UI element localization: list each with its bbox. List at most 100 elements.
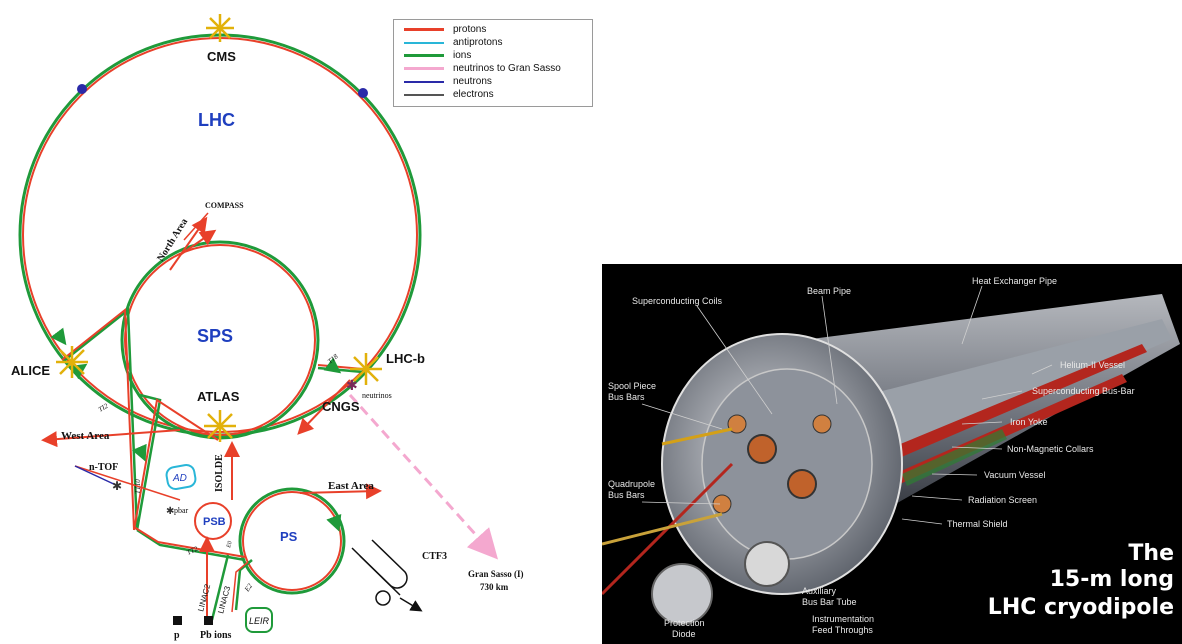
label-superconducting-coils: Superconducting Coils — [632, 296, 723, 306]
label-aux-bus: Auxiliary — [802, 586, 837, 596]
lhcb-star-icon — [350, 353, 382, 385]
red-coil — [852, 344, 1147, 476]
legend-label: protons — [453, 24, 487, 35]
cryodipole-illustration: Superconducting Coils Beam Pipe Heat Exc… — [602, 264, 1182, 644]
legend-label: neutrons — [453, 76, 492, 87]
tt10-label: TT10 — [134, 479, 142, 494]
linac2-label: LINAC2 — [196, 583, 212, 613]
ion-source — [204, 616, 213, 625]
cms-star-icon — [206, 14, 234, 42]
label-spool-piece: Spool Piece — [608, 381, 656, 391]
ring-arrow — [326, 513, 342, 532]
alice-label: ALICE — [11, 363, 50, 378]
bus-pipe — [812, 414, 832, 434]
ad-label: AD — [172, 473, 187, 484]
legend-swatch — [404, 80, 444, 83]
ctf3-loop — [351, 539, 423, 612]
legend: protons antiprotons ions neutrinos to Gr… — [393, 19, 593, 107]
transfer-lines — [41, 212, 499, 621]
atlas-label: ATLAS — [197, 389, 240, 404]
compass-label: COMPASS — [205, 201, 244, 210]
sps-label: SPS — [197, 326, 233, 346]
e2-label: E2 — [243, 582, 255, 594]
label-thermal-shield: Thermal Shield — [947, 519, 1008, 529]
label-protection-2: Diode — [672, 629, 696, 639]
label-quadrupole: Quadrupole — [608, 479, 655, 489]
ntof-target-icon: ✱ — [112, 479, 122, 493]
beam-pipe-2 — [787, 469, 817, 499]
leir-ring — [245, 607, 273, 633]
gran-sasso-distance-label: 730 km — [480, 582, 509, 592]
cngs-label: CNGS — [322, 399, 360, 414]
lhc-point-marker — [358, 88, 368, 98]
cngs-target-icon: ✱ — [346, 377, 358, 393]
label-aux-bus-2: Bus Bar Tube — [802, 597, 857, 607]
cms-label: CMS — [207, 49, 236, 64]
legend-item-antiprotons: antiprotons — [404, 37, 502, 48]
legend-label: neutrinos to Gran Sasso — [453, 63, 561, 74]
cryodipole-drawing: Superconducting Coils Beam Pipe Heat Exc… — [602, 276, 1180, 639]
aux-tube — [744, 541, 790, 587]
beam-pipe-1 — [747, 434, 777, 464]
proton-source-label: p — [174, 630, 180, 641]
leader-lines — [641, 285, 1053, 525]
title-cryodipole: LHC cryodipole — [988, 595, 1174, 620]
ti2-label: TI2 — [97, 402, 110, 414]
atlas-star-icon — [204, 410, 236, 442]
ring-arrow — [323, 357, 342, 374]
title-the: The — [1128, 541, 1174, 566]
protection-diode — [651, 563, 713, 625]
cern-accelerator-complex-diagram: LHC SPS PS PSB AD LEIR — [11, 14, 524, 641]
label-non-magnetic-collars: Non-Magnetic Collars — [1007, 444, 1094, 454]
legend-swatch — [404, 41, 444, 44]
ring-arrow — [131, 443, 147, 462]
label-iron-yoke: Iron Yoke — [1010, 417, 1048, 427]
ctf3-label: CTF3 — [422, 551, 447, 562]
ring-arrow — [50, 327, 67, 346]
label-quadrupole-2: Bus Bars — [608, 490, 645, 500]
pbar-label: pbar — [174, 506, 189, 515]
leir-label: LEIR — [249, 616, 270, 626]
t18-label: T18 — [326, 352, 340, 365]
legend-item-electrons: electrons — [404, 89, 494, 100]
bus-pipe — [727, 414, 747, 434]
pbar-target-icon: ✱ — [166, 506, 174, 517]
legend-item-neutrinos: neutrinos to Gran Sasso — [404, 63, 561, 74]
ion-source-label: Pb ions — [200, 630, 232, 641]
legend-item-protons: protons — [404, 24, 486, 35]
legend-item-ions: ions — [404, 50, 471, 61]
lhc-label: LHC — [198, 110, 235, 130]
psb-label: PSB — [203, 516, 226, 528]
green-shield — [902, 429, 1007, 486]
feed-line — [602, 512, 723, 546]
gran-sasso-label: Gran Sasso (I) — [468, 569, 524, 579]
legend-swatch — [404, 67, 444, 70]
proton-source — [173, 616, 182, 625]
legend-label: antiprotons — [453, 37, 503, 48]
legend-item-neutrons: neutrons — [404, 76, 492, 87]
west-area-label: West Area — [61, 430, 110, 442]
isolde-label: ISOLDE — [214, 454, 225, 492]
legend-swatch — [404, 54, 444, 57]
east-area-label: East Area — [328, 480, 374, 492]
feed-line — [661, 427, 733, 446]
lhcb-label: LHC-b — [386, 351, 425, 366]
inner-tube — [832, 319, 1172, 474]
legend-swatch — [404, 28, 444, 31]
inner-face — [701, 368, 873, 560]
label-vacuum-vessel: Vacuum Vessel — [984, 470, 1045, 480]
lhc-point-marker — [77, 84, 87, 94]
ps-ring — [238, 487, 346, 595]
alice-star-icon — [56, 346, 88, 378]
label-spool-piece-2: Bus Bars — [608, 392, 645, 402]
e0-label: E0 — [226, 541, 234, 550]
label-helium-vessel: Helium-II Vessel — [1060, 360, 1125, 370]
legend-label: ions — [453, 50, 472, 61]
title-length: 15-m long — [1050, 567, 1174, 592]
ps-label: PS — [280, 529, 298, 544]
label-instrumentation: Instrumentation — [812, 614, 874, 624]
ad-ring — [165, 464, 197, 490]
label-sc-bus-bar: Superconducting Bus-Bar — [1032, 386, 1135, 396]
legend-label: electrons — [453, 89, 494, 100]
legend-swatch — [404, 93, 444, 96]
